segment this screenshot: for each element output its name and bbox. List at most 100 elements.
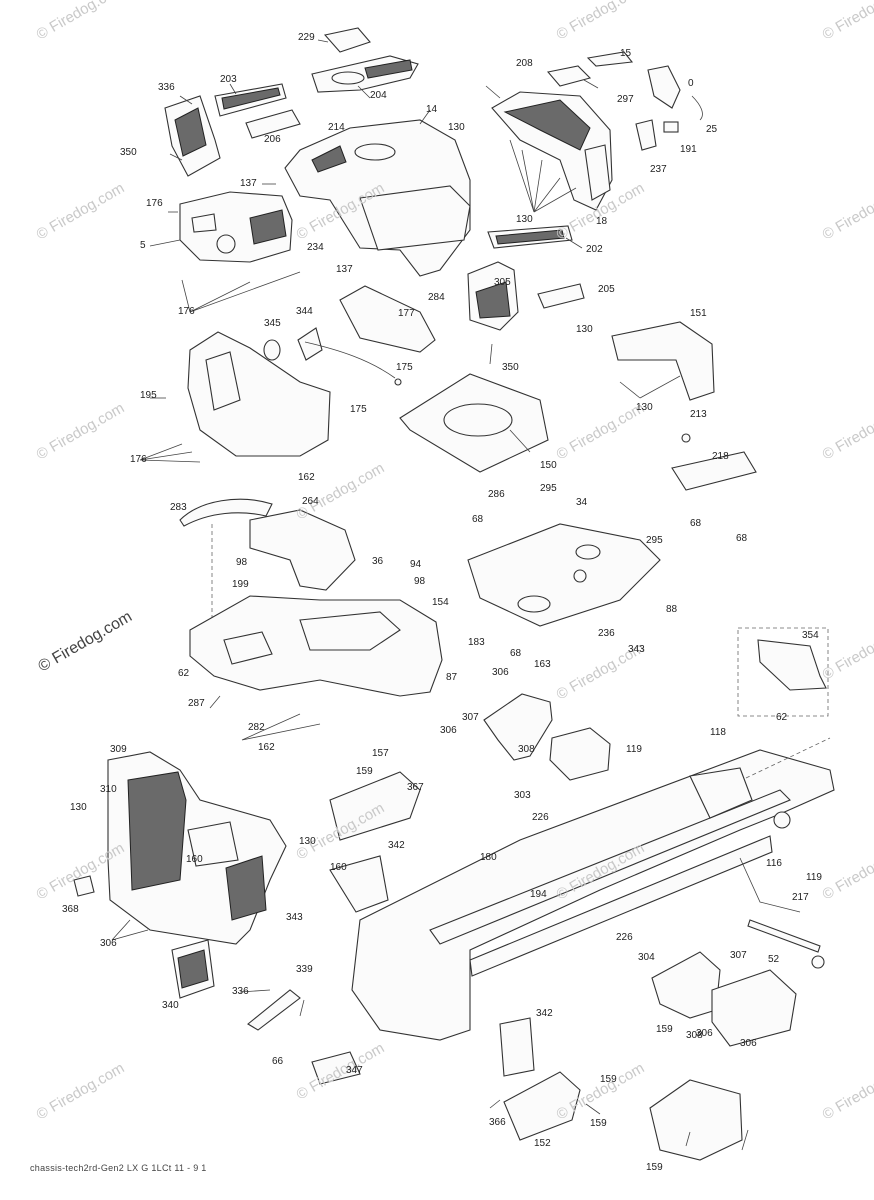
dash-panel-5: [179, 191, 293, 263]
callout-number: 163: [534, 659, 551, 670]
callout-number: 366: [489, 1117, 506, 1128]
callout-number: 88: [666, 604, 678, 615]
callout-number: 344: [296, 306, 313, 317]
callout-number: 306: [100, 938, 117, 949]
callout-number: 297: [617, 94, 634, 105]
callout-number: 183: [468, 637, 485, 648]
callout-number: 87: [446, 672, 458, 683]
callout-number: 159: [600, 1074, 617, 1085]
callout-number: 159: [646, 1162, 663, 1173]
callout-number: 119: [626, 744, 642, 755]
bracket-347: [311, 1051, 361, 1085]
nose-18: [491, 91, 613, 211]
callout-number: 264: [302, 496, 319, 507]
watermark: © Firedog.com: [34, 1059, 128, 1123]
pad-368: [73, 875, 95, 897]
callout-number: 195: [140, 390, 157, 401]
callout-number: 152: [534, 1138, 551, 1149]
main-frame-180: [351, 737, 835, 1041]
fender-283: [179, 498, 273, 620]
callout-number: 354: [802, 630, 819, 641]
grille-309: [107, 751, 287, 945]
panel-305: [467, 261, 519, 331]
vent-205: [537, 283, 585, 309]
callout-number: 66: [272, 1056, 284, 1067]
callout-number: 303: [514, 790, 531, 801]
callout-number: 309: [110, 744, 127, 755]
callout-number: 159: [656, 1024, 673, 1035]
callout-number: 226: [616, 932, 633, 943]
callout-number: 339: [296, 964, 313, 975]
callout-number: 307: [730, 950, 747, 961]
rod-217: [747, 919, 825, 969]
callout-number: 118: [710, 727, 726, 738]
callout-number: 347: [346, 1065, 363, 1076]
plate-342b: [499, 1017, 535, 1077]
callout-number: 160: [186, 854, 203, 865]
shield-152: [649, 1079, 743, 1161]
callout-number: 150: [540, 460, 557, 471]
callout-number: 295: [646, 535, 663, 546]
callout-number: 130: [636, 402, 653, 413]
watermark: © Firedog.com: [820, 1059, 874, 1123]
callout-number: 162: [258, 742, 275, 753]
panel-340: [171, 939, 215, 999]
bracket-354: [737, 627, 829, 717]
callout-number: 98: [414, 576, 426, 587]
callout-number: 68: [690, 518, 702, 529]
callout-number: 208: [516, 58, 533, 69]
watermark: © Firedog.com: [34, 399, 128, 463]
callout-number: 177: [398, 308, 415, 319]
lever-339: [247, 989, 301, 1031]
vent-202: [487, 225, 573, 249]
callout-number: 368: [62, 904, 79, 915]
callout-number: 336: [158, 82, 175, 93]
callout-number: 305: [494, 277, 511, 288]
callout-number: 306: [740, 1038, 757, 1049]
bracket-306: [483, 693, 553, 761]
callout-number: 14: [426, 104, 438, 115]
seat-pan-264: [249, 509, 356, 591]
callout-number: 62: [178, 668, 190, 679]
callout-number: 206: [264, 134, 281, 145]
callout-number: 304: [638, 952, 655, 963]
callout-number: 130: [576, 324, 593, 335]
callout-number: 151: [690, 308, 707, 319]
bracket-308: [549, 727, 611, 781]
callout-number: 308: [518, 744, 535, 755]
callout-number: 283: [170, 502, 187, 513]
callout-number: 336: [232, 986, 249, 997]
side-panel-336: [164, 95, 221, 177]
callout-number: 202: [586, 244, 603, 255]
callout-number: 204: [370, 90, 387, 101]
bracket-344: [297, 327, 402, 386]
lens-206: [245, 109, 301, 139]
callout-number: 205: [598, 284, 615, 295]
callout-number: 137: [240, 178, 257, 189]
callout-number: 237: [650, 164, 667, 175]
watermark: © Firedog.com: [34, 179, 128, 243]
callout-number: 343: [286, 912, 303, 923]
callout-number: 342: [388, 840, 405, 851]
bracket-218: [671, 433, 757, 491]
callout-number: 116: [766, 858, 782, 869]
bracket-342a: [329, 855, 389, 913]
callout-number: 308: [686, 1030, 703, 1041]
watermark: © Firedog.com: [34, 0, 128, 43]
callout-number: 176: [130, 454, 147, 465]
callout-number: 350: [120, 147, 137, 158]
callout-number: 287: [188, 698, 205, 709]
callout-number: 159: [356, 766, 373, 777]
callout-number: 194: [530, 889, 547, 900]
bracket-366: [503, 1071, 581, 1141]
callout-number: 130: [299, 836, 316, 847]
watermark-prominent: © Firedog.com: [36, 608, 136, 675]
callout-number: 36: [372, 556, 384, 567]
callout-number: 98: [236, 557, 248, 568]
callout-number: 213: [690, 409, 707, 420]
bracket-151: [611, 321, 715, 401]
callout-number: 159: [590, 1118, 607, 1129]
plate-150: [399, 373, 549, 473]
